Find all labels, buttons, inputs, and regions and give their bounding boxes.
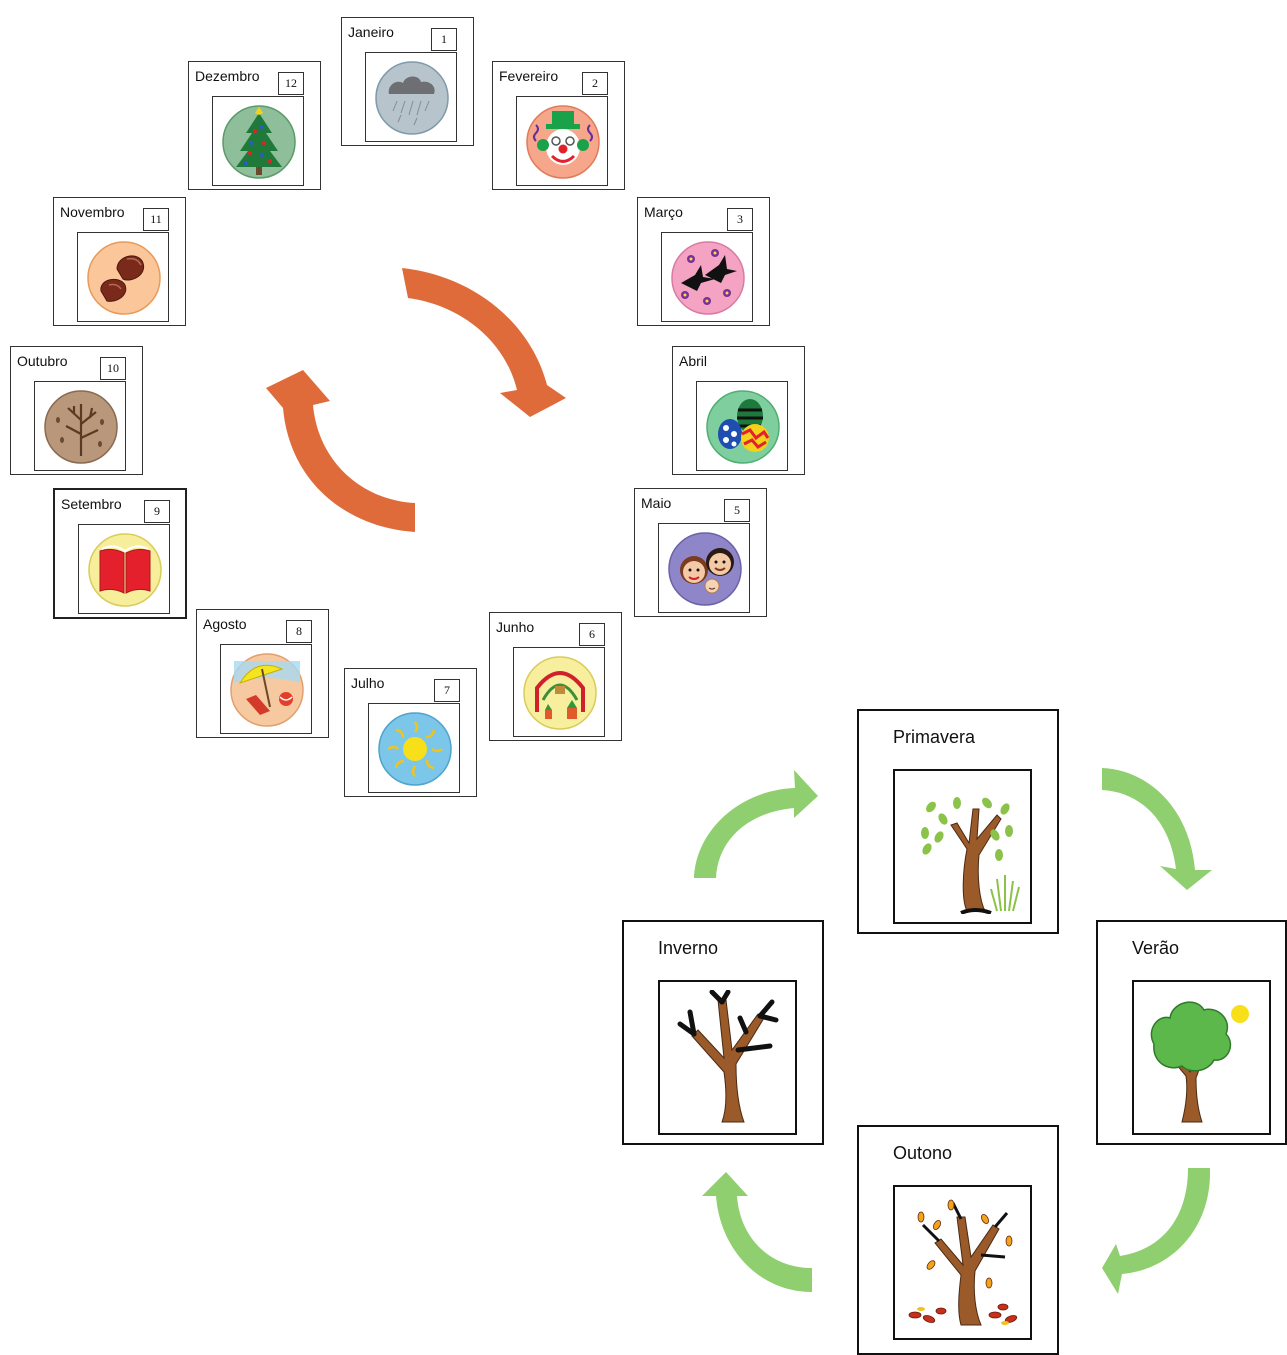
month-number: 5 [724,499,750,522]
season-picture-frame [1132,980,1271,1135]
month-card-abril: Abril [672,346,805,475]
swallows-flowers-icon [671,241,745,315]
beach-umbrella-icon [230,653,304,727]
month-card-novembro: Novembro 11 [53,197,186,326]
season-card-outono: Outono [857,1125,1059,1355]
month-number: 9 [144,500,170,523]
season-arrow-summer-to-autumn [1102,1168,1211,1294]
sun-icon [378,712,452,786]
month-picture-frame [212,96,304,186]
month-name: Julho [351,675,385,691]
month-number: 6 [579,623,605,646]
month-picture-frame [78,524,170,614]
spring-tree-icon [921,797,1020,914]
bare-tree-icon [44,390,118,464]
season-card-primavera: Primavera [857,709,1059,934]
month-name: Março [644,204,683,220]
saints-festival-icon [523,656,597,730]
season-name: Inverno [658,938,719,958]
month-name: Maio [641,495,672,511]
month-card-julho: Julho 7 [344,668,477,797]
month-number: 1 [431,28,457,51]
clockwise-arrow-bottom-left [266,370,415,532]
winter-tree-icon [677,990,779,1123]
book-icon [88,533,162,607]
autumn-tree-icon [908,1199,1018,1326]
season-arrow-autumn-to-winter [702,1172,812,1292]
month-name: Novembro [60,204,125,220]
month-name: Setembro [61,496,122,512]
month-name: Abril [679,353,708,369]
month-picture-frame [661,232,753,322]
month-name: Janeiro [348,24,394,40]
rain-cloud-icon [375,61,449,135]
month-name: Dezembro [195,68,260,84]
month-name: Outubro [17,353,68,369]
month-card-maio: Maio 5 [634,488,767,617]
month-number: 7 [434,679,460,702]
clown-icon [526,105,600,179]
chestnuts-icon [87,241,161,315]
month-number: 10 [100,357,126,380]
month-picture-frame [34,381,126,471]
month-picture-frame [365,52,457,142]
month-picture-frame [220,644,312,734]
easter-eggs-icon [706,390,780,464]
season-card-verao: Verão [1096,920,1287,1145]
month-card-marco: Março 3 [637,197,770,326]
season-name: Primavera [893,727,976,747]
season-name: Outono [893,1143,953,1163]
season-picture-frame [893,1185,1032,1340]
month-card-outubro: Outubro 10 [10,346,143,475]
month-number: 3 [727,208,753,231]
month-card-dezembro: Dezembro 12 [188,61,321,190]
month-card-fevereiro: Fevereiro 2 [492,61,625,190]
season-arrow-spring-to-summer [1102,768,1212,890]
month-card-janeiro: Janeiro 1 [341,17,474,146]
month-picture-frame [77,232,169,322]
season-card-inverno: Inverno [622,920,824,1145]
season-name: Verão [1132,938,1180,958]
month-picture-frame [368,703,460,793]
month-picture-frame [658,523,750,613]
christmas-tree-icon [222,105,296,179]
month-card-setembro: Setembro 9 [53,488,187,619]
season-arrow-winter-to-spring [694,770,818,878]
month-number: 11 [143,208,169,231]
month-number: 12 [278,72,304,95]
month-picture-frame [696,381,788,471]
month-name: Fevereiro [499,68,559,84]
season-picture-frame [658,980,797,1135]
month-picture-frame [513,647,605,737]
month-number: 2 [582,72,608,95]
month-card-junho: Junho 6 [489,612,622,741]
month-name: Agosto [203,616,247,632]
month-picture-frame [516,96,608,186]
summer-tree-icon [1150,1001,1249,1123]
family-icon [668,532,742,606]
month-card-agosto: Agosto 8 [196,609,329,738]
month-name: Junho [496,619,535,635]
month-number: 8 [286,620,312,643]
clockwise-arrow-top-right [402,268,566,417]
season-picture-frame [893,769,1032,924]
